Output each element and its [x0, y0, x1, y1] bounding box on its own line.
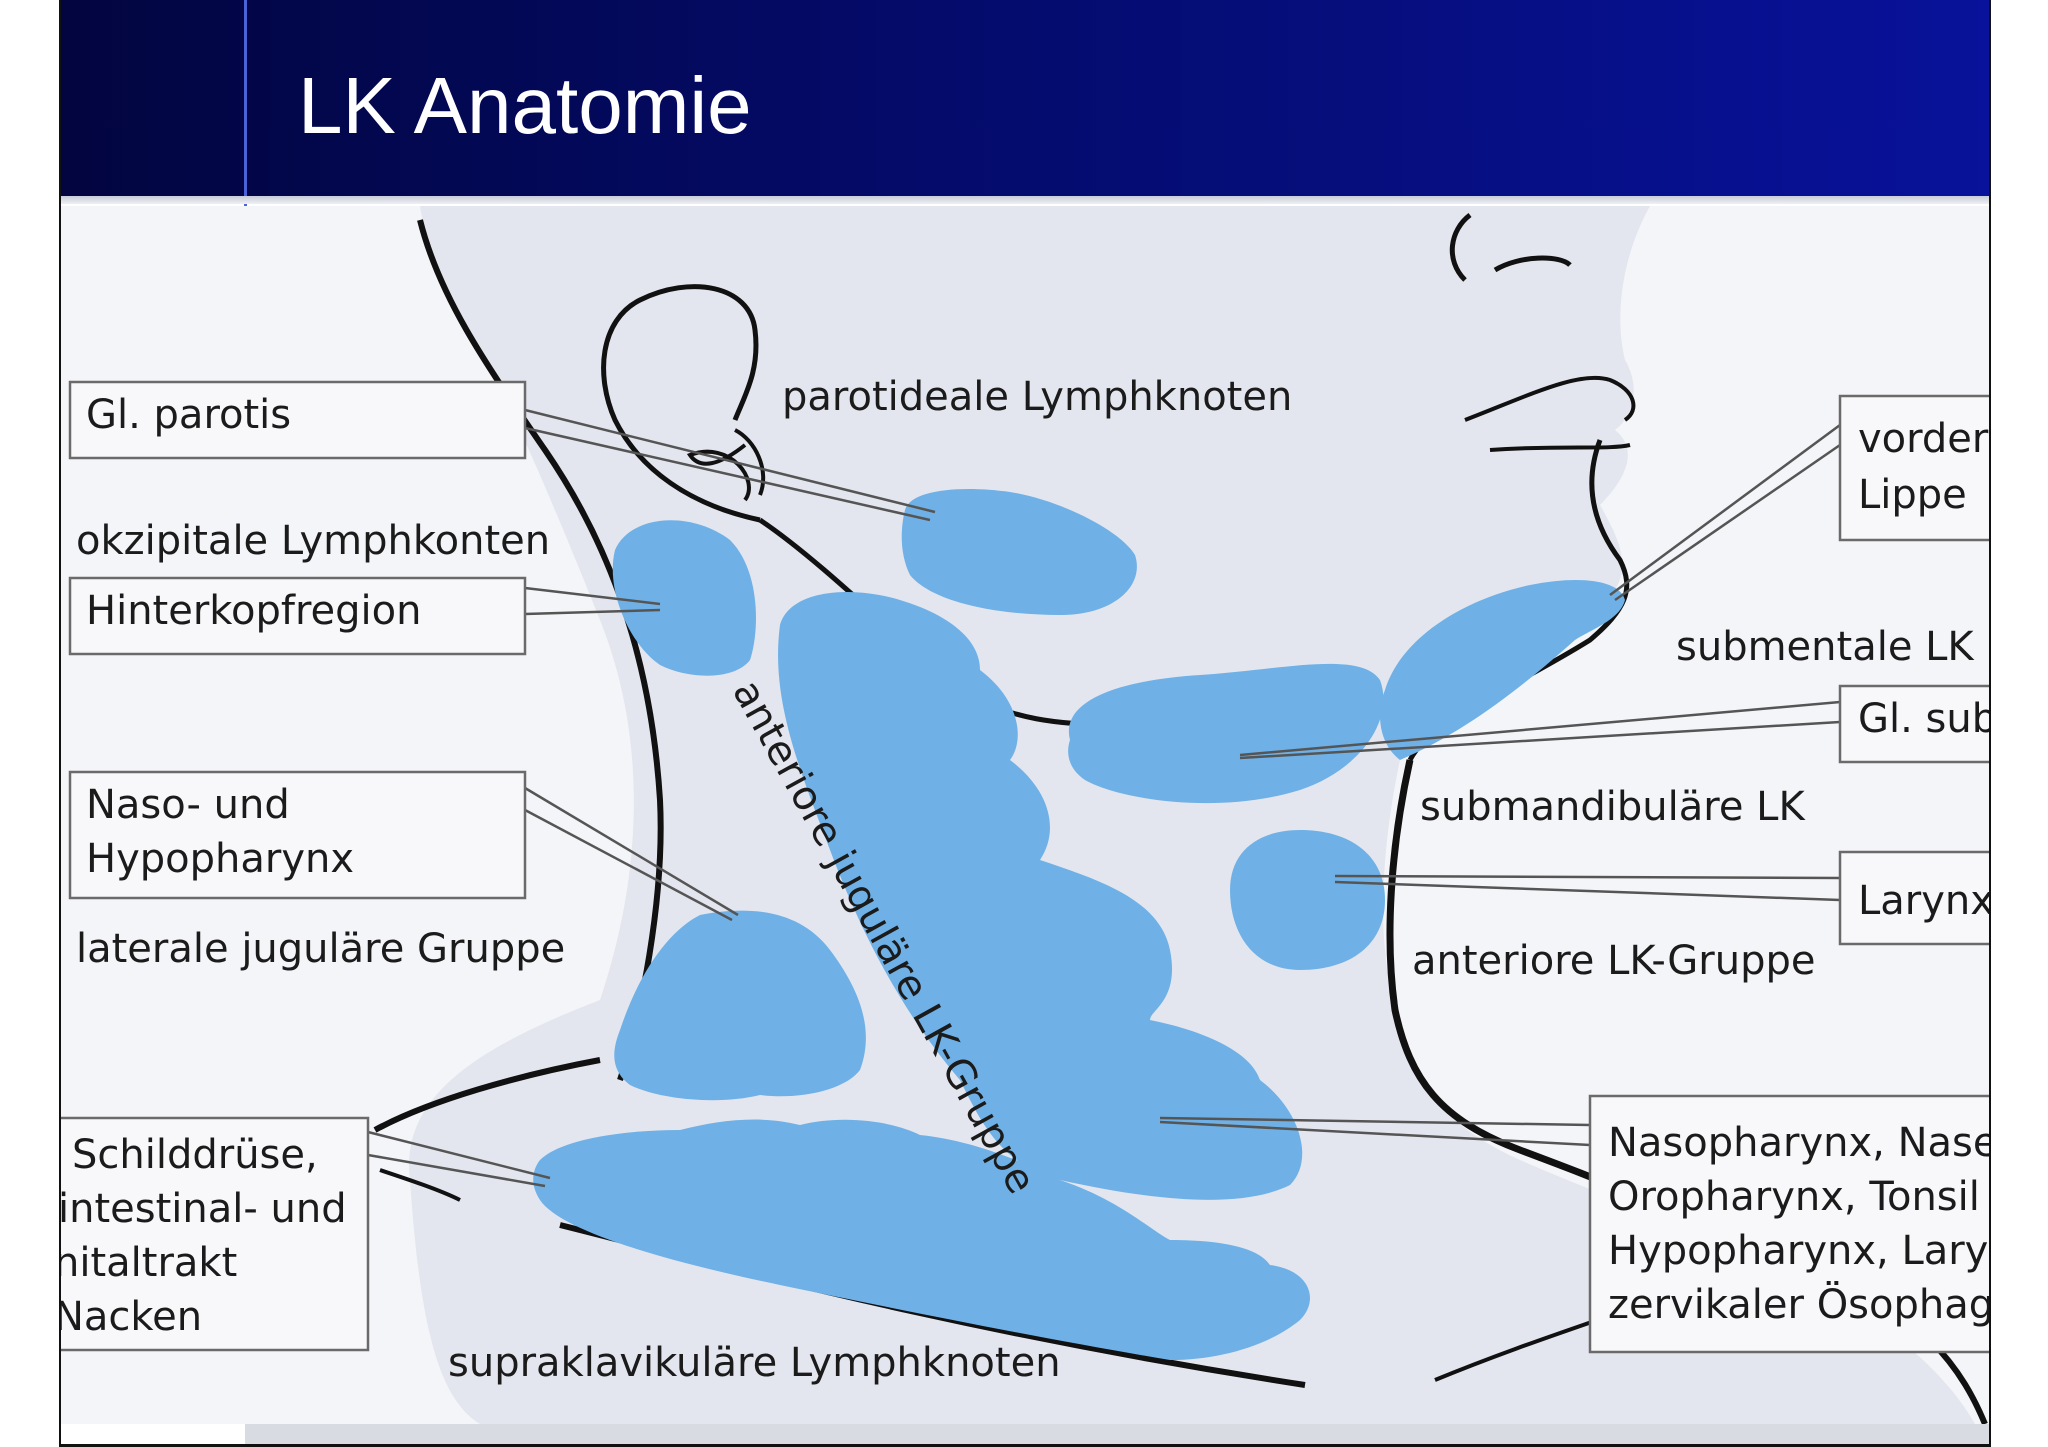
box-larynx	[1838, 850, 1989, 946]
upper-lip-outline	[1464, 375, 1636, 422]
box-larynx-text: Larynx	[1858, 878, 1994, 924]
shoulder-back-outline	[373, 1057, 601, 1133]
box-pharynx-line-4: zervikaler Ösophag	[1608, 1280, 1994, 1328]
box-occiput-text: Hinterkopfregion	[86, 588, 421, 634]
title-bar-accent-line	[244, 0, 247, 206]
box-gl-sub	[1838, 684, 1989, 764]
box-thyroid	[61, 1116, 370, 1352]
box-naso-hypo-line-1: Naso- und	[86, 782, 290, 828]
occipital-node-region	[612, 520, 756, 676]
lower-lip-outline	[1489, 443, 1631, 452]
supraclavicular-node-region	[533, 1119, 1310, 1360]
footer-line	[59, 1444, 1991, 1447]
box-occiput	[68, 576, 527, 656]
leader-lines	[367, 408, 1841, 1188]
leader-naso-hypo	[524, 786, 739, 922]
label-occipital: okzipitale Lymphkonten	[76, 518, 550, 564]
box-thyroid-line-1: Schilddrüse,	[72, 1132, 318, 1178]
leader-parotis	[524, 408, 936, 522]
nose-outline	[1449, 213, 1572, 282]
ear-outline	[601, 284, 761, 523]
box-pharynx-line-1: Nasopharynx, Nase	[1608, 1120, 1997, 1166]
leader-gl-sub	[1239, 700, 1841, 760]
submandibular-node-region	[1068, 663, 1384, 804]
box-lip-line-1: vorder	[1858, 416, 1989, 462]
label-parotideal: parotideale Lymphknoten	[782, 374, 1292, 420]
leader-occiput	[524, 586, 661, 616]
box-naso-hypo	[68, 770, 527, 900]
box-thyroid-line-2: intestinal- und	[58, 1186, 347, 1232]
parotid-node-region	[901, 489, 1137, 615]
label-submandibular: submandibuläre LK	[1420, 784, 1806, 830]
box-pharynx-line-3: Hypopharynx, Laryn	[1608, 1228, 2014, 1274]
label-jugular-lateral: laterale juguläre Gruppe	[76, 926, 565, 972]
box-lip	[1838, 394, 1989, 542]
submental-node-region	[1380, 580, 1625, 760]
slide-title: LK Anatomie	[298, 61, 752, 150]
anterior-group-node-region	[1230, 830, 1385, 970]
head-neck-silhouette	[409, 206, 1975, 1424]
leader-lip	[1609, 423, 1841, 602]
drainage-boxes	[61, 380, 1989, 1354]
leader-thyroid	[367, 1130, 551, 1188]
title-bar	[59, 0, 1991, 196]
shoulder-back-outline-2	[379, 1168, 461, 1202]
box-parotis	[68, 380, 527, 460]
box-thyroid-line-3: nitaltrakt	[54, 1240, 237, 1286]
box-parotis-text: Gl. parotis	[86, 392, 291, 438]
box-pharynx	[1588, 1094, 1989, 1354]
box-naso-hypo-line-2: Hypopharynx	[86, 836, 354, 882]
ear-helix-outline	[734, 428, 766, 496]
box-pharynx-line-2: Oropharynx, Tonsil	[1608, 1174, 1980, 1220]
box-lip-line-2: Lippe	[1858, 472, 1967, 518]
lymph-node-regions	[533, 489, 1625, 1360]
box-gl-sub-text: Gl. sub	[1858, 696, 1997, 742]
lateral-jugular-node-region	[614, 910, 866, 1101]
label-anterior-group: anteriore LK-Gruppe	[1412, 938, 1815, 984]
box-thyroid-line-4: Nacken	[54, 1294, 202, 1340]
label-submental: submentale LK	[1676, 624, 1975, 670]
jugular-anterior-node-region	[778, 592, 1303, 1200]
leader-larynx	[1334, 874, 1841, 902]
title-bar-underline	[59, 196, 1991, 204]
label-supraclavicular: supraklavikuläre Lymphknoten	[448, 1340, 1061, 1386]
footer-strip	[245, 1424, 1991, 1445]
leader-pharynx	[1159, 1116, 1591, 1147]
